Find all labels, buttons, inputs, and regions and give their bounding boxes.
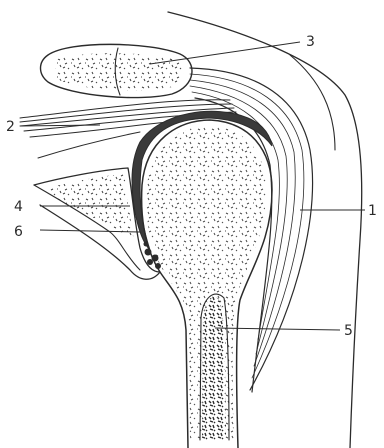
inner-contour xyxy=(290,55,335,150)
leader-line-5 xyxy=(215,328,340,330)
callout-6: 6 xyxy=(14,224,23,240)
callout-3: 3 xyxy=(306,34,315,50)
callout-1: 1 xyxy=(368,203,377,219)
callout-4: 4 xyxy=(14,199,23,215)
callout-2: 2 xyxy=(6,119,15,135)
acromion xyxy=(41,44,192,97)
leader-line-3 xyxy=(150,42,300,64)
callout-5: 5 xyxy=(344,323,353,339)
humerus xyxy=(142,120,272,448)
